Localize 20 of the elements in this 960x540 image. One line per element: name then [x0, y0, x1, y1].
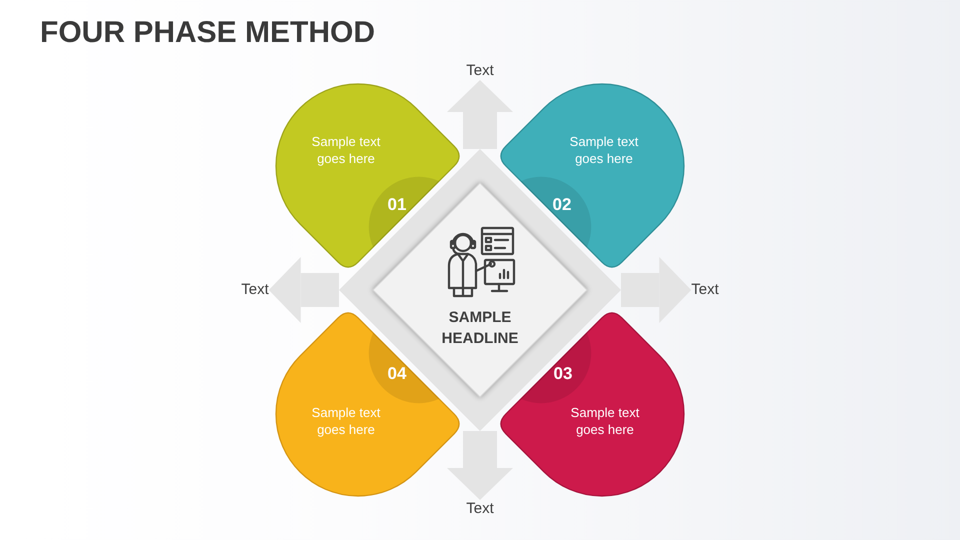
petal-shape [500, 84, 684, 268]
petal-text: Sample text goes here [568, 133, 640, 167]
block-arrow [447, 431, 513, 500]
title: FOUR PHASE METHOD [40, 15, 376, 51]
arrow-label: Text [466, 500, 494, 518]
petal-text: Sample text goes here [310, 133, 382, 167]
headline: SAMPLE HEADLINE [440, 308, 520, 349]
step-number: 02 [552, 195, 572, 215]
petal-shape [276, 84, 460, 268]
block-arrow [268, 257, 339, 323]
step-number: 03 [554, 364, 572, 384]
arrow-label: Text [466, 62, 494, 80]
block-arrow [447, 80, 513, 149]
step-number: 04 [388, 364, 406, 384]
arrow-label: Text [691, 281, 719, 299]
arrow-label: Text [241, 281, 269, 299]
step-number: 01 [388, 195, 406, 215]
block-arrow [621, 257, 692, 323]
petal-text: Sample text goes here [570, 404, 640, 438]
petal-text: Sample text goes here [310, 404, 382, 438]
